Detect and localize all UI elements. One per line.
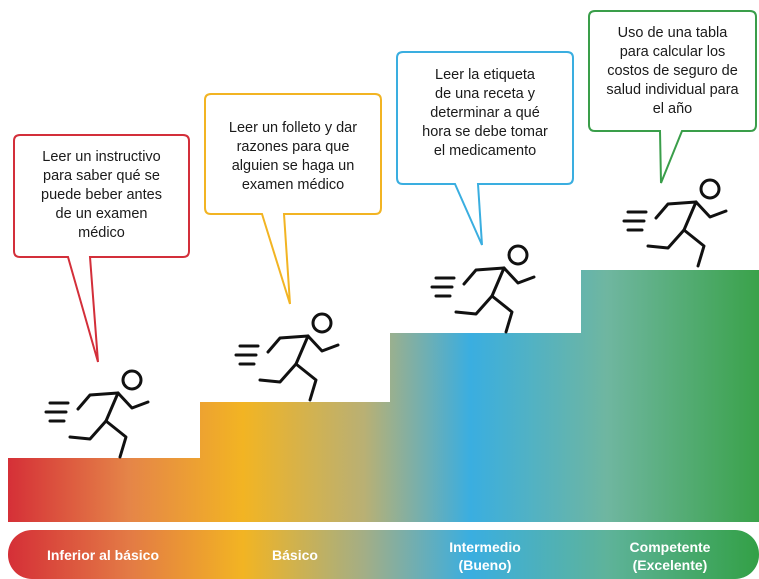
example-competente-text: Uso de una tabla para calcular los costo… [606, 25, 739, 117]
level-label-basico: Básico [272, 547, 318, 563]
level-label-intermedio: Intermedio (Bueno) [449, 539, 521, 573]
example-inferior-text: Leer un instructivo para saber qué se pu… [41, 149, 162, 241]
running-person-icon [622, 178, 728, 268]
level-stripe [8, 530, 759, 579]
level-label-inferior: Inferior al básico [46, 547, 160, 563]
level-label-competente: Competente (Excelente) [629, 539, 711, 573]
bubble-inferior [13, 134, 190, 363]
running-person-icon [44, 369, 150, 459]
bubble-intermedio [396, 51, 574, 246]
bubble-competente [588, 10, 757, 184]
staircase-steps [8, 270, 759, 522]
example-intermedio-text: Leer la etiqueta de una receta y determi… [422, 67, 548, 159]
bubble-basico [204, 93, 382, 305]
running-person-icon [234, 312, 340, 402]
example-basico-text: Leer un folleto y dar razones para que a… [228, 120, 358, 193]
running-person-icon [430, 244, 536, 334]
